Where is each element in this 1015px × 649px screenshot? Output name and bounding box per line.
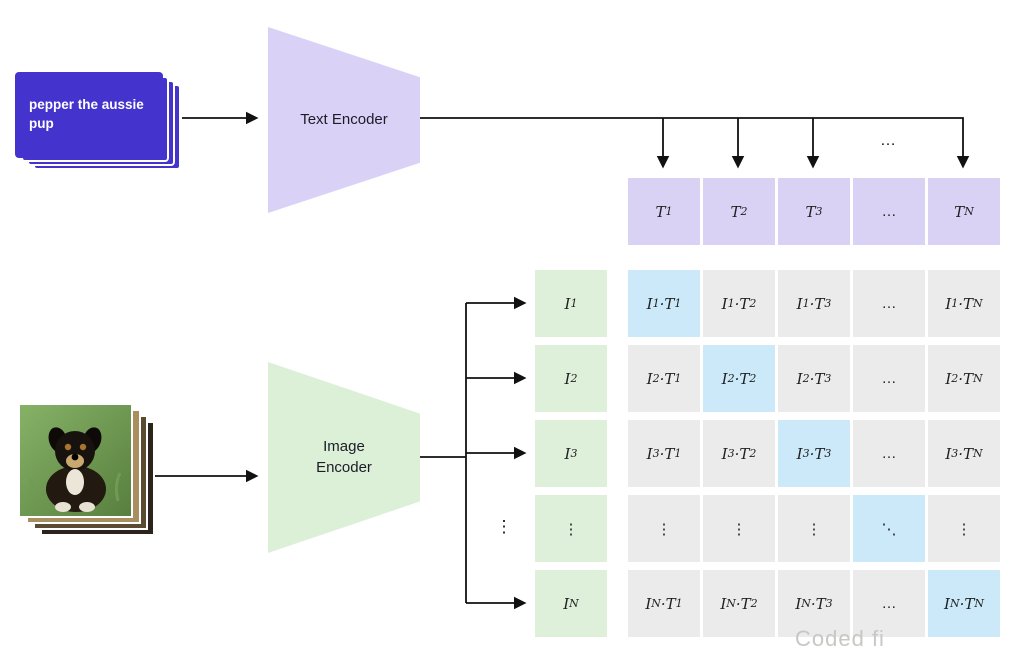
puppy-image — [18, 403, 133, 518]
branch-ellipsis: ⋮ — [495, 517, 513, 536]
image-embedding-ellipsis-cell: ⋮ — [535, 495, 607, 562]
text-encoder-label: Text Encoder — [300, 110, 388, 128]
similarity-cell: ⋮ — [703, 495, 775, 562]
puppy-photo-stack — [18, 403, 168, 548]
arrow-ellipsis: … — [880, 132, 898, 149]
prompt-card-stack: pepper the aussie pup — [15, 72, 215, 182]
similarity-cell: … — [853, 570, 925, 637]
puppy-illustration — [20, 405, 131, 516]
similarity-cell: … — [853, 270, 925, 337]
similarity-cell: ⋮ — [628, 495, 700, 562]
image-encoder-label: Image Encoder — [316, 438, 372, 476]
image-encoder-shape: Image Encoder — [268, 362, 420, 553]
similarity-cell: … — [853, 345, 925, 412]
similarity-cell: ⋮ — [778, 495, 850, 562]
similarity-cell: … — [853, 420, 925, 487]
similarity-cell: ⋮ — [928, 495, 1000, 562]
prompt-text: pepper the aussie pup — [29, 97, 144, 131]
text-encoder-shape: Text Encoder — [268, 27, 420, 213]
prompt-card: pepper the aussie pup — [15, 72, 163, 158]
text-embedding-ellipsis-cell: … — [853, 178, 925, 245]
watermark-text: Coded fi — [795, 626, 885, 649]
similarity-cell-diagonal: ⋱ — [853, 495, 925, 562]
